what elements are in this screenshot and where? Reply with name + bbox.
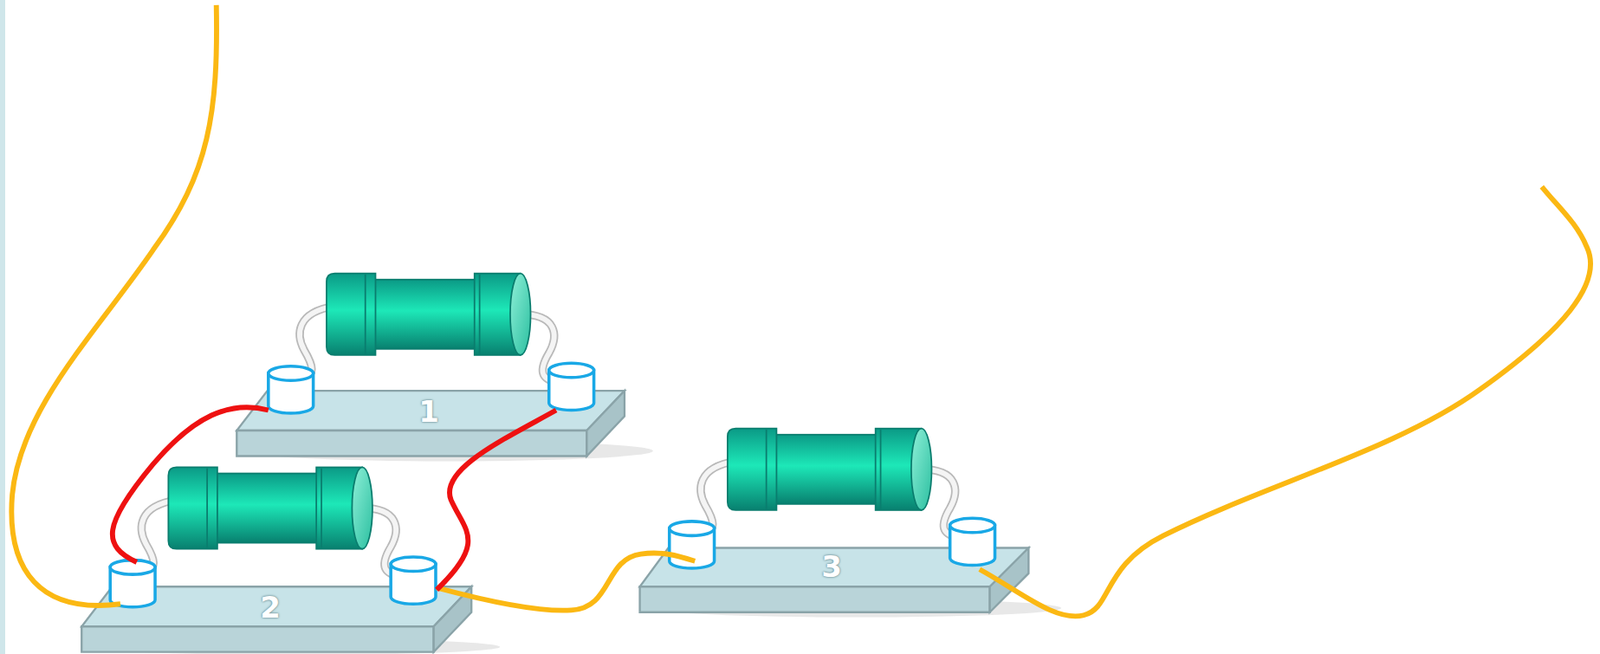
page-edge: [0, 0, 6, 654]
board-number: 1: [418, 396, 440, 427]
board-number: 3: [821, 551, 843, 582]
board-number: 2: [259, 592, 281, 622]
